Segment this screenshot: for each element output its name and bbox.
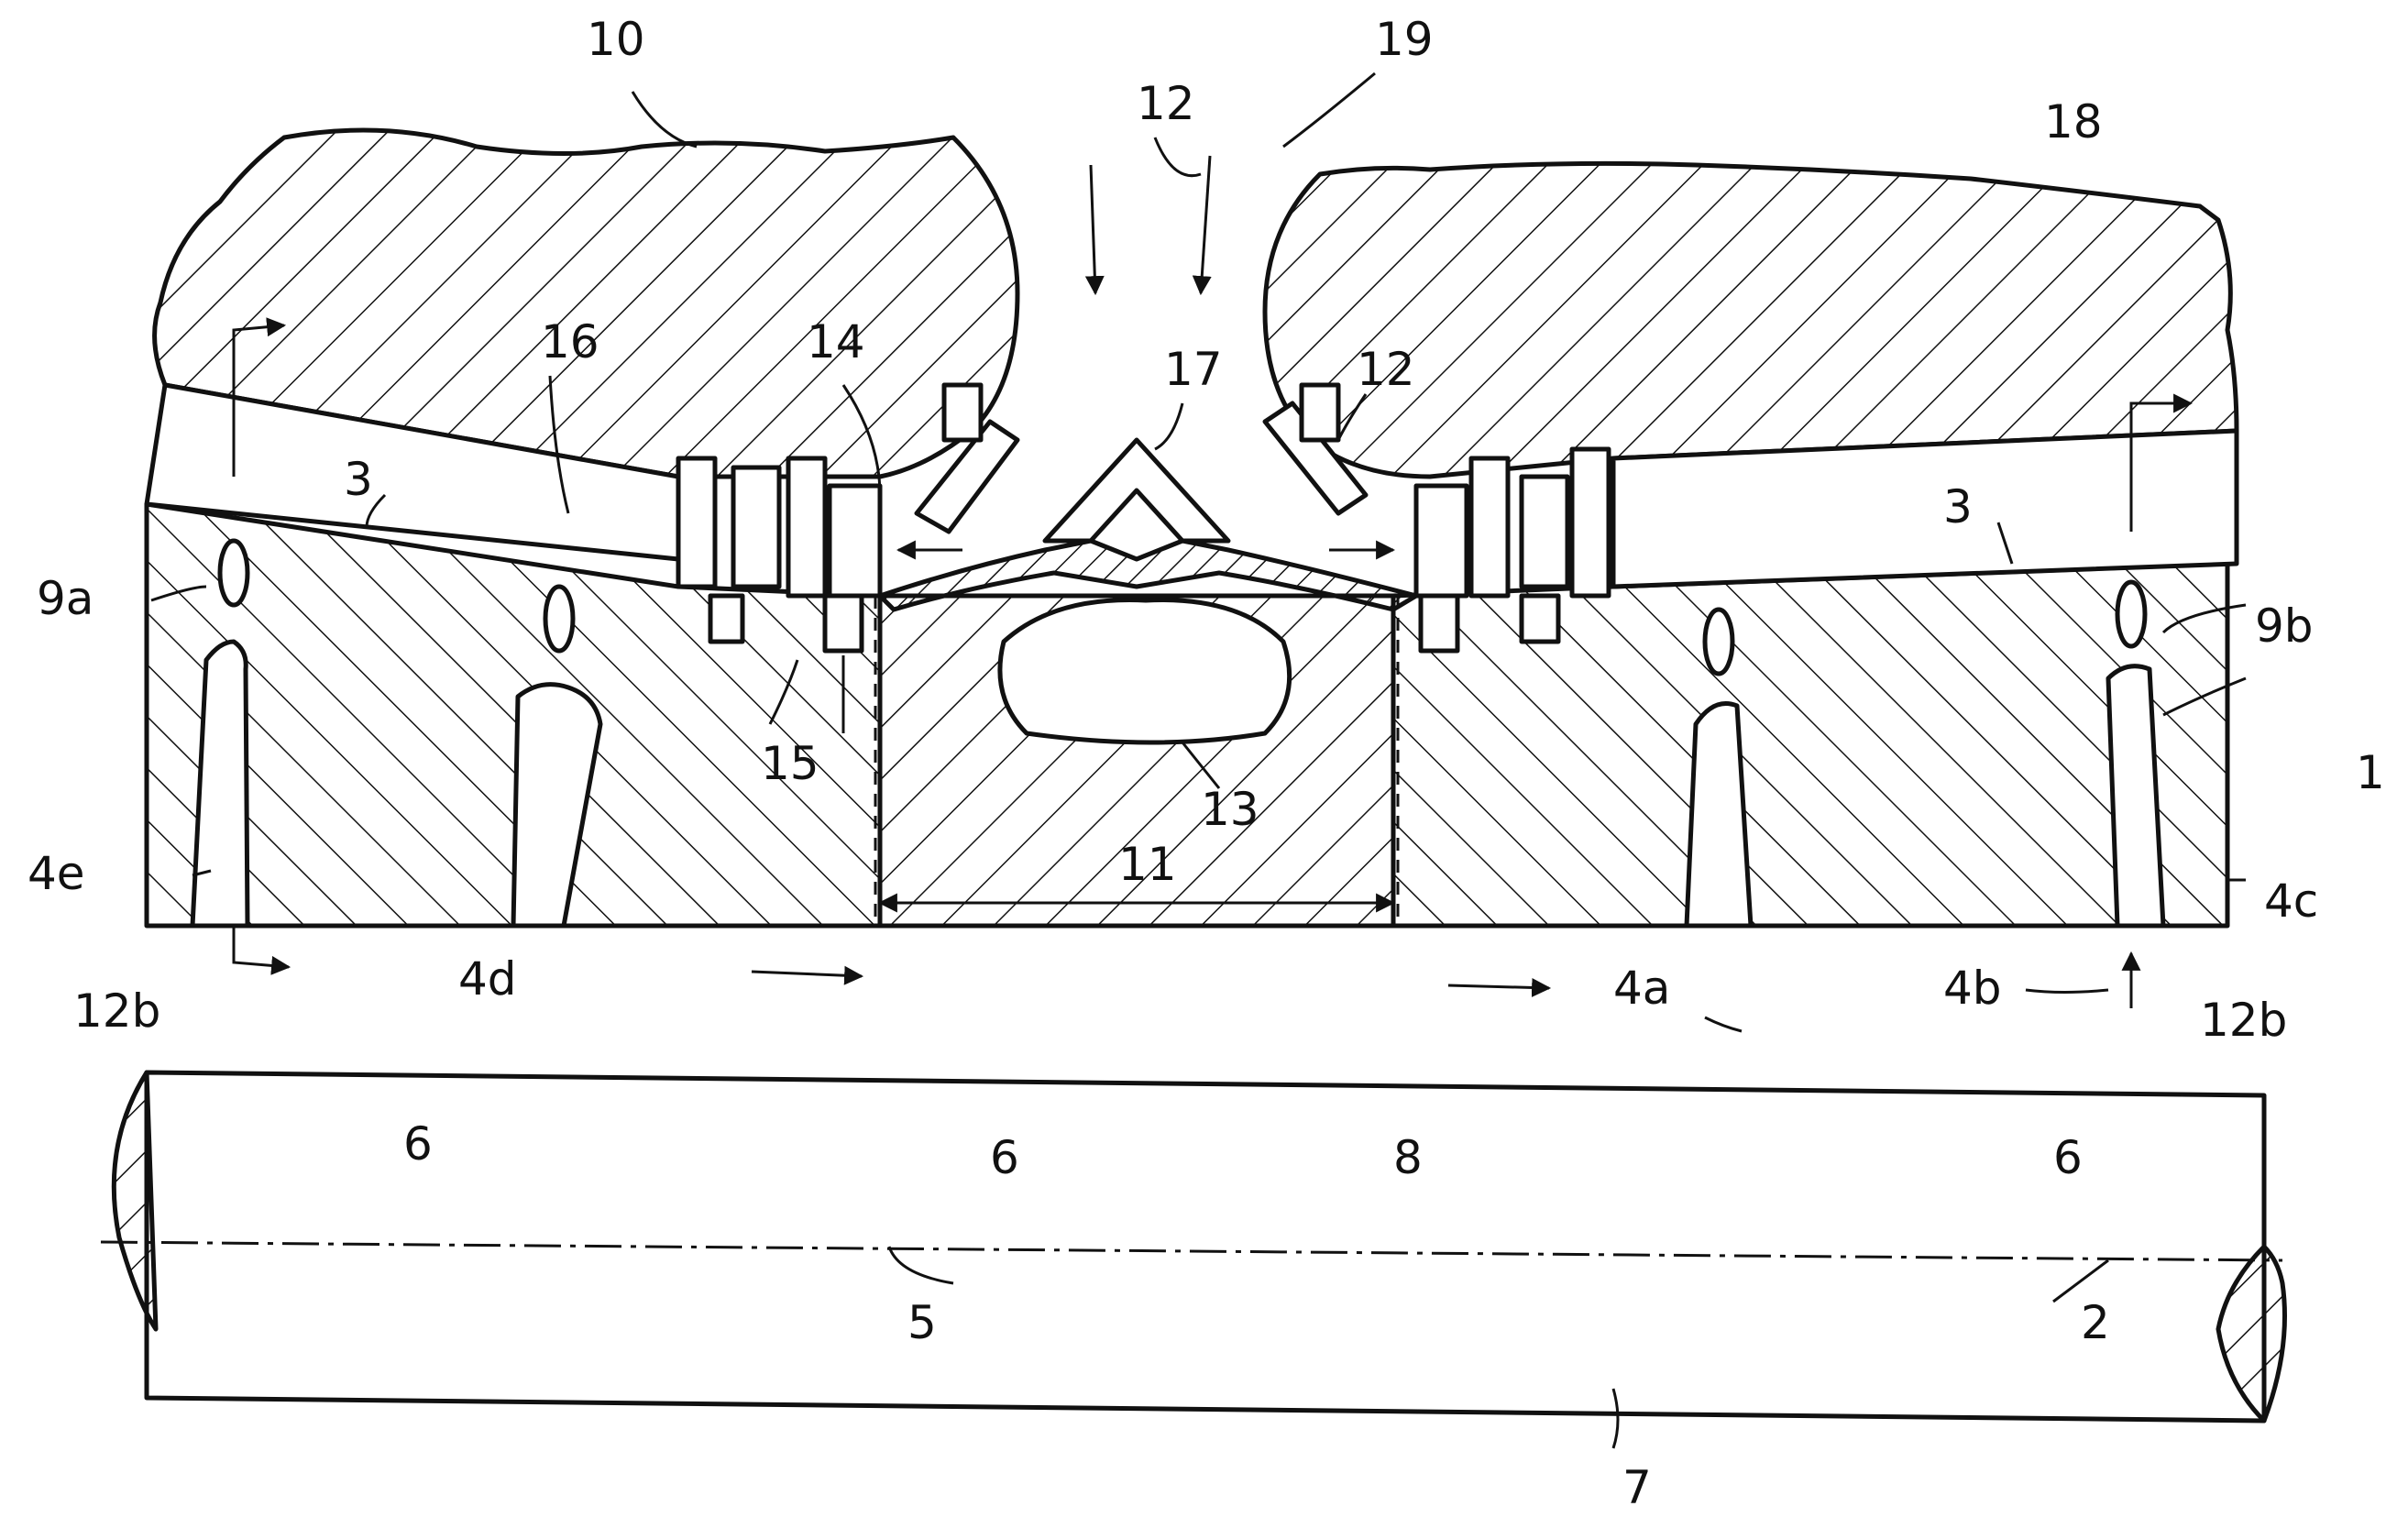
label-6-a: 6 (403, 1117, 433, 1171)
label-2: 2 (2081, 1296, 2110, 1349)
label-13: 13 (1201, 783, 1259, 836)
label-9a: 9a (37, 572, 93, 625)
blade-right-3 (1613, 431, 2237, 587)
label-9b: 9b (2255, 599, 2314, 653)
label-8: 8 (1393, 1131, 1423, 1184)
label-17: 17 (1164, 343, 1223, 396)
label-15: 15 (761, 737, 819, 790)
label-4e: 4e (27, 847, 85, 900)
label-4a: 4a (1613, 962, 1670, 1015)
label-7: 7 (1622, 1461, 1652, 1514)
label-12-top: 12 (1137, 77, 1195, 130)
label-12b-left: 12b (73, 984, 160, 1038)
label-1: 1 (2356, 746, 2385, 799)
label-19: 19 (1375, 13, 1434, 66)
label-12b-right: 12b (2200, 994, 2287, 1047)
label-4c: 4c (2264, 874, 2318, 928)
label-11: 11 (1118, 838, 1177, 891)
label-6-c: 6 (2053, 1131, 2083, 1184)
label-14: 14 (807, 315, 865, 368)
label-12-right: 12 (1357, 343, 1415, 396)
label-4d: 4d (458, 952, 517, 1006)
label-18: 18 (2044, 95, 2103, 148)
label-5: 5 (907, 1296, 937, 1349)
housing-right-18 (1265, 163, 2237, 477)
label-3-right: 3 (1943, 480, 1973, 533)
label-10: 10 (587, 13, 645, 66)
label-6-b: 6 (990, 1131, 1019, 1184)
label-16: 16 (541, 315, 599, 368)
label-4b: 4b (1943, 962, 2002, 1015)
label-3-left: 3 (344, 453, 373, 506)
